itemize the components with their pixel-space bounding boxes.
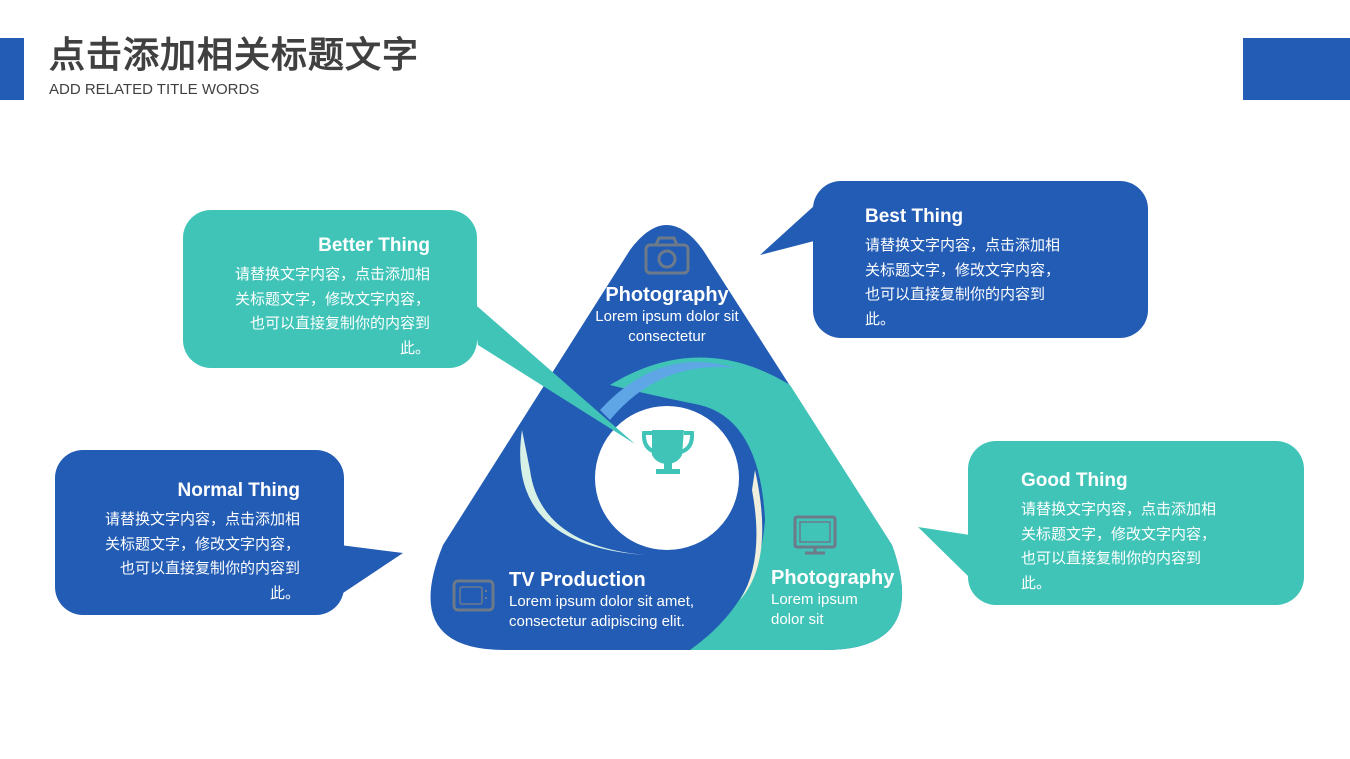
tv-icon — [452, 579, 495, 612]
best-thing-card: Best Thing 请替换文字内容，点击添加相关标题文字，修改文字内容，也可以… — [813, 181, 1148, 338]
better-thing-card: Better Thing 请替换文字内容，点击添加相关标题文字，修改文字内容，也… — [183, 210, 477, 368]
normal-thing-title: Normal Thing — [177, 480, 300, 501]
normal-bubble-tail — [340, 545, 403, 595]
best-thing-title: Best Thing — [865, 206, 964, 227]
header-accent-right — [1243, 38, 1350, 100]
better-bubble-tail — [470, 300, 635, 444]
monitor-icon — [793, 515, 837, 555]
segment-left-desc: Lorem ipsum dolor sit amet, consectetur … — [509, 593, 695, 630]
good-thing-title: Good Thing — [1021, 470, 1128, 491]
segment-left: TV Production Lorem ipsum dolor sit amet… — [509, 568, 719, 632]
best-thing-body: 请替换文字内容，点击添加相关标题文字，修改文字内容，也可以直接复制你的内容到此。 — [865, 236, 1061, 328]
segment-right-desc: Lorem ipsum dolor sit — [771, 591, 858, 628]
better-thing-body: 请替换文字内容，点击添加相关标题文字，修改文字内容，也可以直接复制你的内容到此。 — [234, 265, 430, 357]
segment-left-title: TV Production — [509, 569, 646, 591]
camera-icon — [644, 236, 690, 275]
page-subtitle: ADD RELATED TITLE WORDS — [49, 81, 260, 98]
best-bubble-tail — [760, 205, 818, 255]
good-thing-body: 请替换文字内容，点击添加相关标题文字，修改文字内容，也可以直接复制你的内容到此。 — [1021, 500, 1217, 592]
segment-top-title: Photography — [605, 284, 729, 306]
header-accent-left — [0, 38, 24, 100]
swirl-right — [610, 357, 903, 650]
good-bubble-tail — [918, 527, 970, 578]
center-circle — [595, 406, 739, 550]
normal-thing-body: 请替换文字内容，点击添加相关标题文字，修改文字内容，也可以直接复制你的内容到此。 — [104, 510, 300, 602]
segment-right: Photography Lorem ipsum dolor sit — [771, 566, 895, 630]
segment-top-desc: Lorem ipsum dolor sit consectetur — [595, 308, 739, 345]
segment-top: Photography Lorem ipsum dolor sit consec… — [582, 283, 752, 347]
trophy-icon — [641, 430, 695, 474]
swirl-pale-arc — [520, 430, 645, 555]
segment-right-title: Photography — [771, 567, 895, 589]
normal-thing-card: Normal Thing 请替换文字内容，点击添加相关标题文字，修改文字内容，也… — [55, 450, 344, 615]
better-thing-title: Better Thing — [318, 235, 430, 256]
swirl-accent — [600, 361, 735, 420]
swirl-pale-arc-right — [740, 470, 763, 600]
good-thing-card: Good Thing 请替换文字内容，点击添加相关标题文字，修改文字内容，也可以… — [968, 441, 1304, 605]
page-title: 点击添加相关标题文字 — [49, 35, 420, 76]
